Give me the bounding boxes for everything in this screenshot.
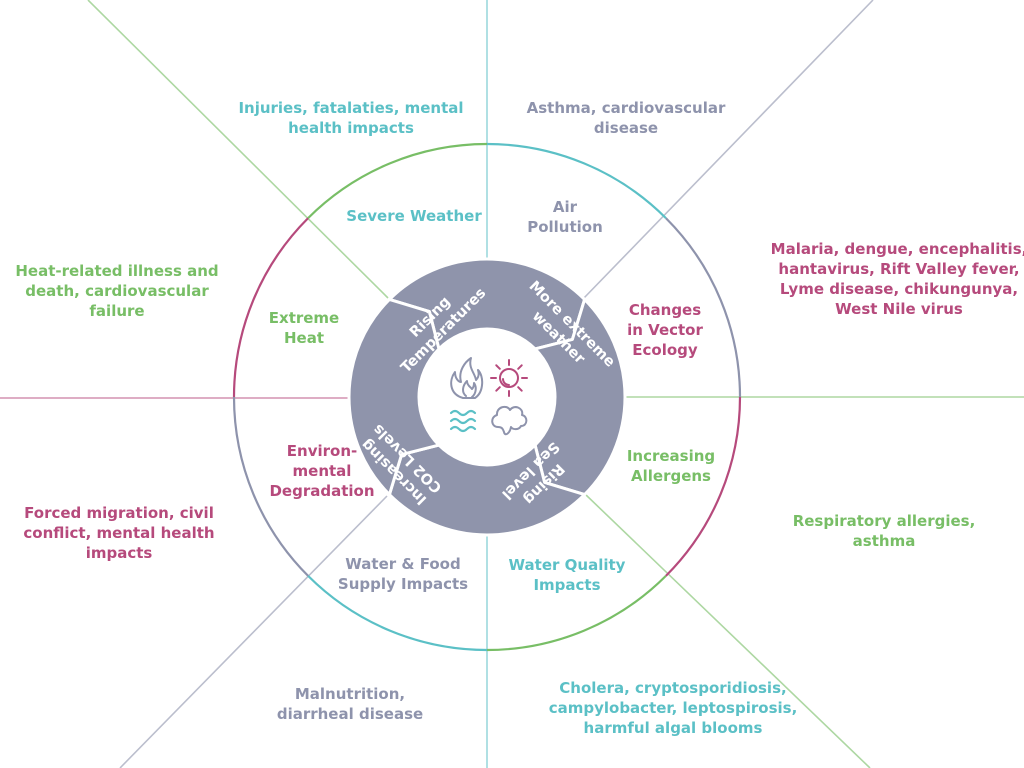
cloud-icon [491,405,528,436]
driver-arrow-ring [347,257,627,537]
fire-icon [450,357,484,399]
impact-label-severe-weather-line: Injuries, fatalaties, mental [238,99,463,117]
outer-ring [232,142,742,652]
impact-label-extreme-heat-line: Heat-related illness and [15,262,218,280]
impact-label-environmental-degradation-line: conflict, mental health [23,524,214,542]
impact-label-changes-in-vector-ecology-line: Malaria, dengue, encephalitis, [771,240,1024,258]
impact-label-water-food-supply-impacts-line: Malnutrition, [295,685,405,703]
ring-arc-extreme-heat [307,142,488,219]
segment-label-changes-in-vector-ecology-line: Ecology [632,341,698,359]
impact-label-severe-weather-line: health impacts [288,119,414,137]
ring-arc-severe-weather [486,142,667,219]
driver-arrow-more-extreme-weather [533,297,627,497]
impact-label-changes-in-vector-ecology-line: hantavirus, Rift Valley fever, [778,260,1019,278]
segment-label-changes-in-vector-ecology-line: Changes [629,301,701,319]
impact-label-water-quality-impacts: Cholera, cryptosporidiosis, campylobacter… [549,679,798,737]
impact-label-environmental-degradation-line: impacts [86,544,153,562]
impact-label-water-quality-impacts-line: campylobacter, leptospirosis, [549,699,798,717]
impact-label-changes-in-vector-ecology: Malaria, dengue, encephalitis, hantavirus… [771,240,1024,318]
segment-label-extreme-heat-line: Heat [284,329,324,347]
ring-arc-air-pollution [665,217,742,398]
impact-label-water-food-supply-impacts-line: diarrheal disease [277,705,423,723]
impact-label-water-quality-impacts-line: Cholera, cryptosporidiosis, [559,679,786,697]
impact-label-environmental-degradation-line: Forced migration, civil [24,504,214,522]
segment-label-severe-weather: Severe Weather [346,207,482,225]
segment-label-water-quality-impacts-line: Water Quality [509,556,626,574]
segment-label-severe-weather-line: Severe Weather [346,207,482,225]
impact-label-air-pollution-line: disease [594,119,658,137]
impact-label-changes-in-vector-ecology-line: West Nile virus [835,300,963,318]
segment-label-changes-in-vector-ecology-line: in Vector [627,321,703,339]
segment-label-water-quality-impacts-line: Impacts [533,576,600,594]
ring-arc-water-food-supply-impacts [232,396,309,577]
impact-label-air-pollution: Asthma, cardiovascular disease [527,99,726,137]
impact-label-air-pollution-line: Asthma, cardiovascular [527,99,726,117]
impact-label-increasing-allergens-line: Respiratory allergies, [793,512,976,530]
segment-label-environmental-degradation-line: Degradation [269,482,374,500]
segment-label-environmental-degradation-line: mental [293,462,352,480]
impact-label-extreme-heat: Heat-related illness and death, cardiovas… [15,262,218,320]
impact-label-changes-in-vector-ecology-line: Lyme disease, chikungunya, [780,280,1018,298]
water-waves-icon [449,409,477,433]
spoke-top-left [87,0,389,299]
sun-icon [490,359,528,397]
spoke-bottom-left [119,495,388,768]
driver-arrow-rising-sea-level [387,443,587,537]
segment-label-increasing-allergens-line: Allergens [631,467,711,485]
segment-label-environmental-degradation-line: Environ- [287,442,357,460]
impact-label-environmental-degradation: Forced migration, civil conflict, mental … [23,504,214,562]
segment-label-extreme-heat-line: Extreme [269,309,339,327]
center-disc [421,331,553,463]
center-icons [449,357,528,436]
impact-label-extreme-heat-line: failure [89,302,144,320]
spoke-bottom-right [584,493,871,768]
ring-arc-changes-in-vector-ecology [665,396,742,577]
ring-arc-water-quality-impacts [307,575,488,652]
impact-label-severe-weather: Injuries, fatalaties, mental health impac… [238,99,463,137]
segment-label-air-pollution-line: Air [553,198,578,216]
driver-arrow-increasing-co2-levels [347,297,441,497]
impact-label-increasing-allergens-line: asthma [853,532,916,550]
impact-label-water-food-supply-impacts: Malnutrition, diarrheal disease [277,685,423,723]
ring-arc-environmental-degradation [232,217,309,398]
impact-label-extreme-heat-line: death, cardiovascular [25,282,209,300]
segment-label-increasing-allergens-line: Increasing [627,447,715,465]
spoke-top-right [582,0,874,300]
segment-label-air-pollution-line: Pollution [527,218,603,236]
ring-arc-increasing-allergens [486,575,667,652]
segment-label-water-food-supply-impacts-line: Supply Impacts [338,575,468,593]
segment-label-water-food-supply-impacts-line: Water & Food [345,555,460,573]
impact-label-water-quality-impacts-line: harmful algal blooms [584,719,763,737]
driver-arrow-rising-temperatures [387,257,587,351]
impact-label-increasing-allergens: Respiratory allergies, asthma [793,512,976,550]
